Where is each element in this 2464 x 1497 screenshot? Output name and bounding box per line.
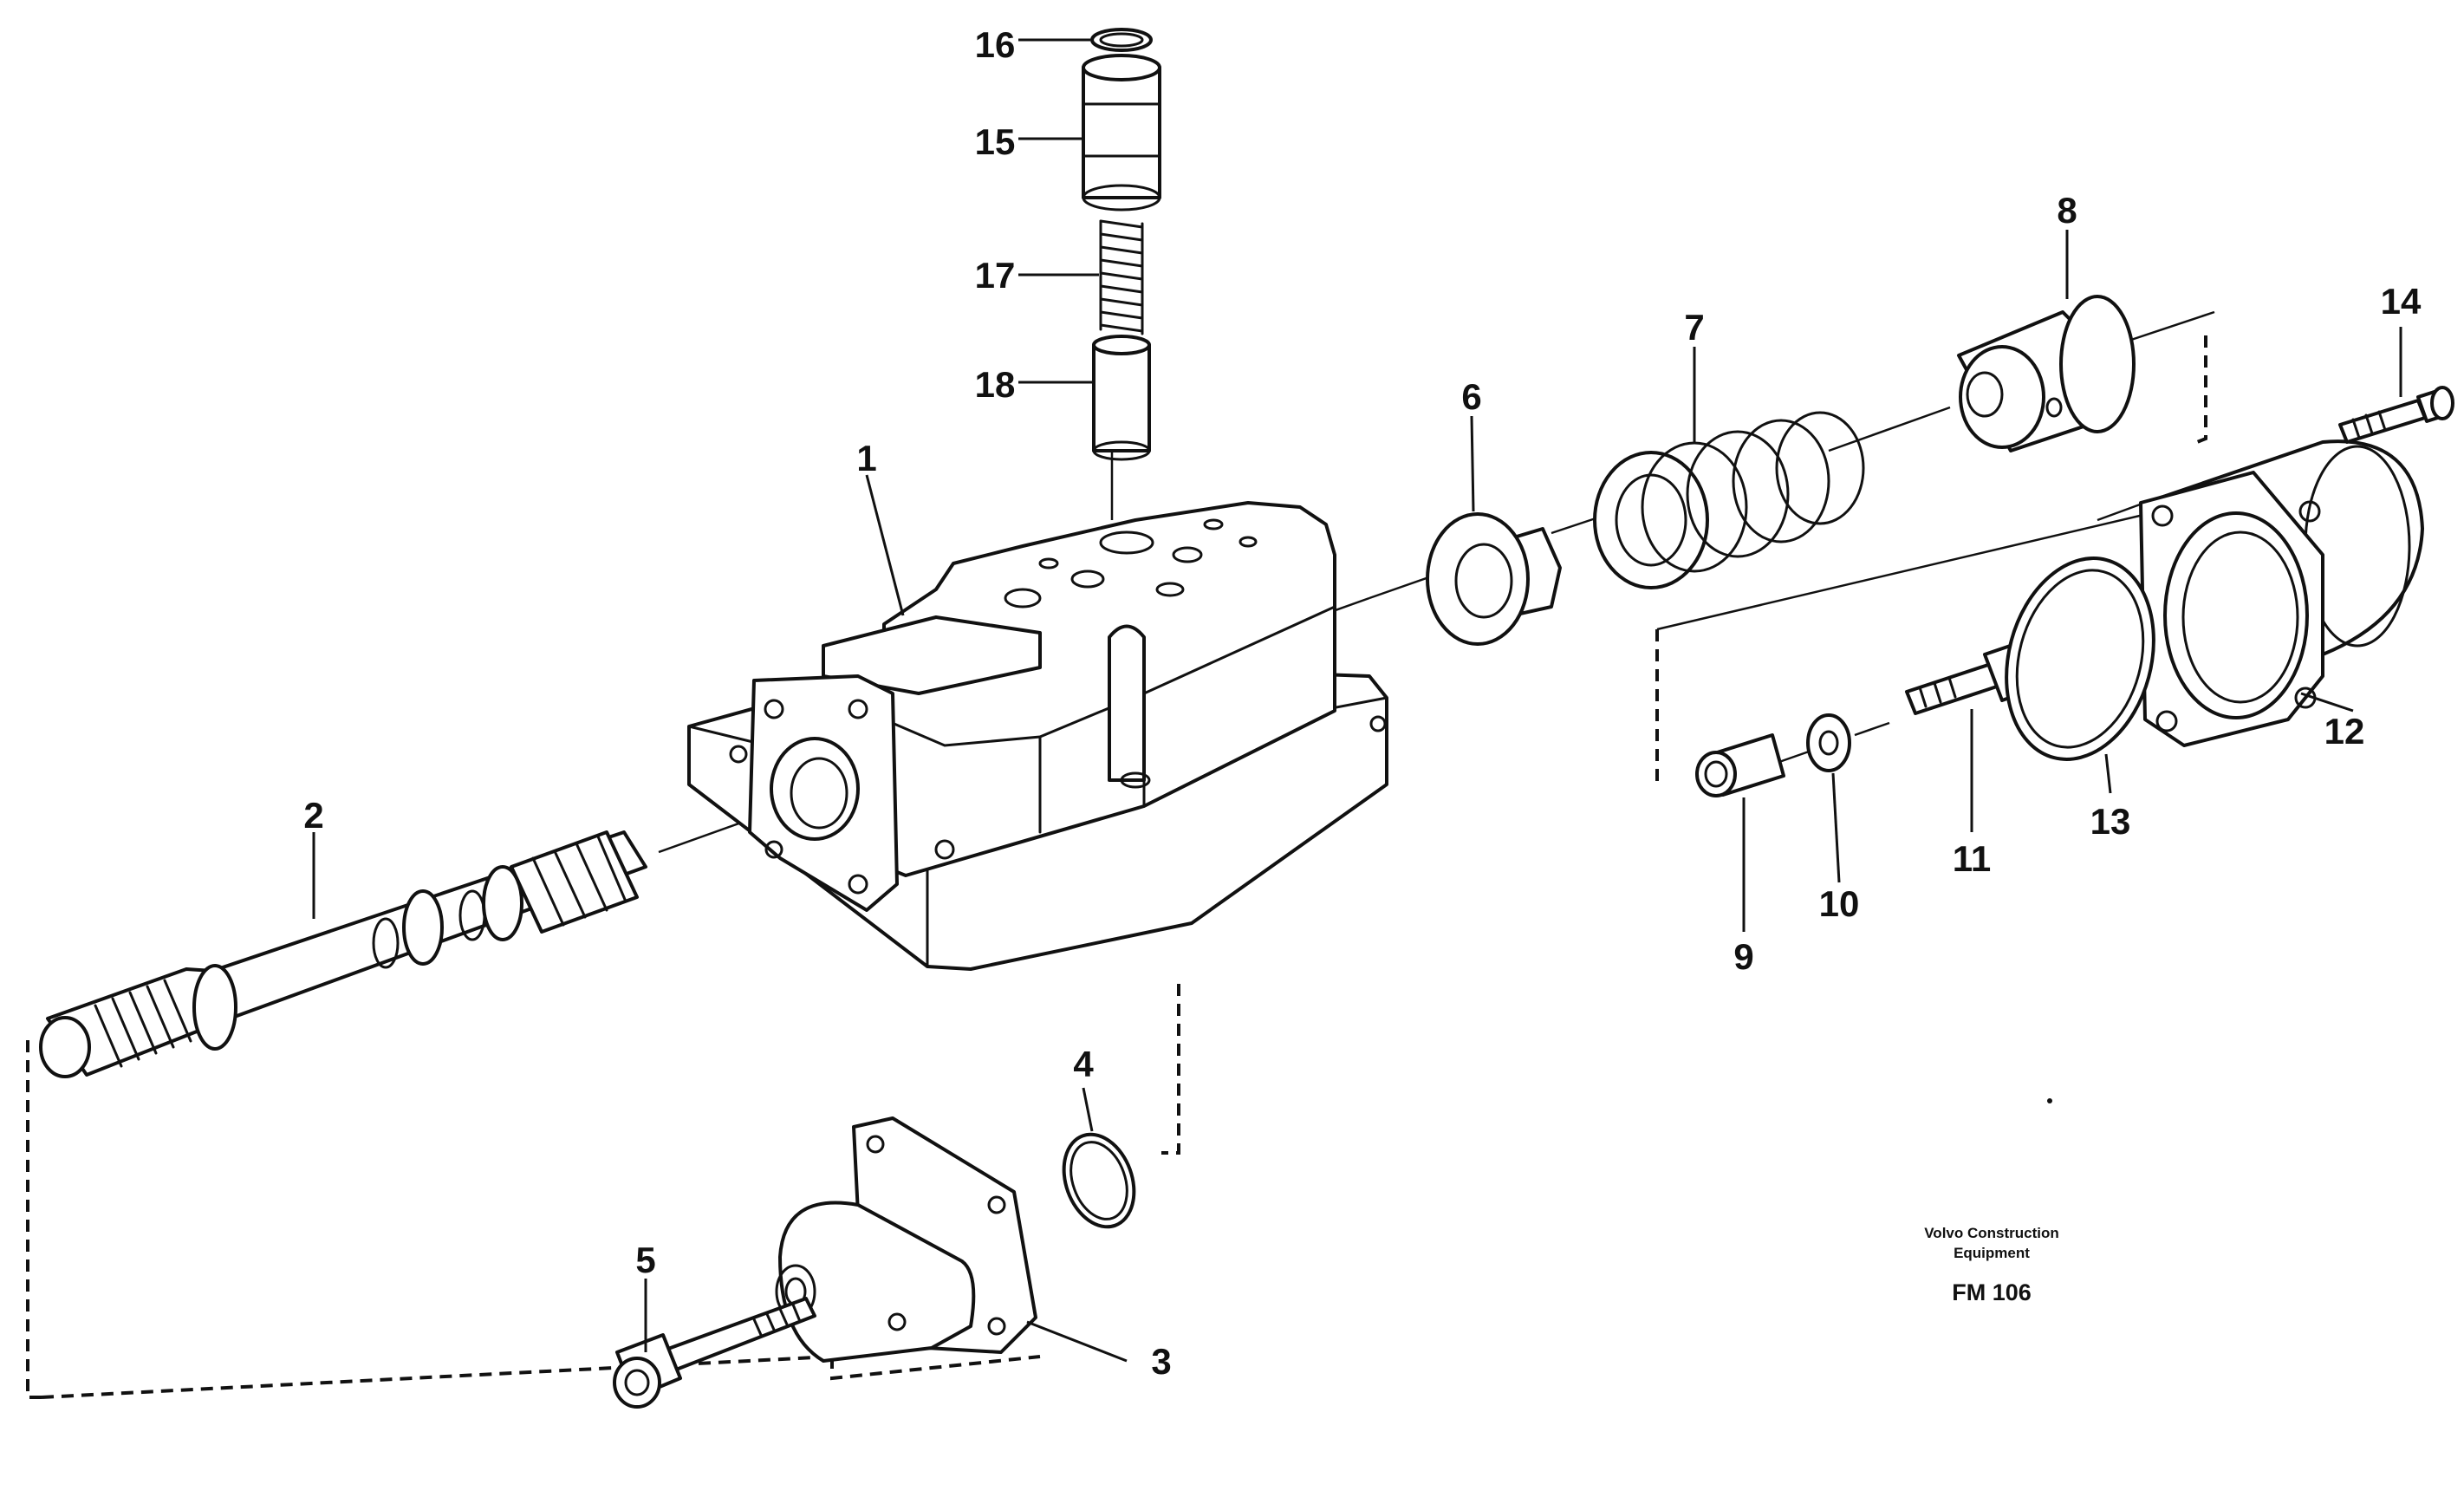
credit-line-1: Volvo Construction [1924,1225,2059,1241]
figure-code: FM 106 [1952,1279,2032,1305]
o-ring-4 [1062,1132,1136,1229]
spring-17 [1099,219,1144,335]
callout-5: 5 [635,1240,655,1280]
spring-housing-12 [2139,439,2424,747]
callout-8: 8 [2057,190,2077,231]
callout-16: 16 [975,24,1016,65]
washer-10 [1806,713,1851,772]
spring-7 [1593,411,1865,589]
callout-3: 3 [1151,1341,1171,1382]
speck-dot [2047,1098,2052,1103]
callout-4: 4 [1073,1044,1094,1084]
spool [39,830,647,1078]
callout-6: 6 [1461,376,1481,417]
callout-11: 11 [1953,838,1991,879]
cap-screw-5 [613,1297,816,1409]
callout-17: 17 [975,255,1016,296]
callout-labels: 1 2 3 4 5 6 7 8 9 10 11 12 13 14 15 16 1… [303,24,2422,1382]
credit-line-2: Equipment [1954,1245,2030,1261]
leader-lines [312,38,2402,1363]
callout-13: 13 [2090,801,2131,842]
o-ring-16 [1090,28,1153,52]
end-cover [775,1116,1037,1363]
callout-1: 1 [856,438,876,478]
seal-ring-13 [2005,556,2155,761]
spring-cup-8 [1957,295,2136,452]
callout-10: 10 [1819,883,1860,924]
callout-9: 9 [1733,936,1753,977]
credit-block: Volvo Construction Equipment FM 106 [1924,1225,2059,1305]
callout-18: 18 [975,364,1016,405]
screw-14 [2338,386,2454,444]
spring-seat-6 [1426,512,1562,646]
sleeve-9 [1695,733,1785,797]
callout-7: 7 [1684,307,1704,348]
callout-14: 14 [2381,281,2422,322]
assembly-brackets [26,335,2207,1399]
callout-2: 2 [303,795,323,836]
callout-12: 12 [2324,711,2365,752]
callout-15: 15 [975,121,1016,162]
valve-block [687,501,1388,971]
sleeve-18 [1092,335,1151,461]
plug-15 [1082,54,1161,212]
